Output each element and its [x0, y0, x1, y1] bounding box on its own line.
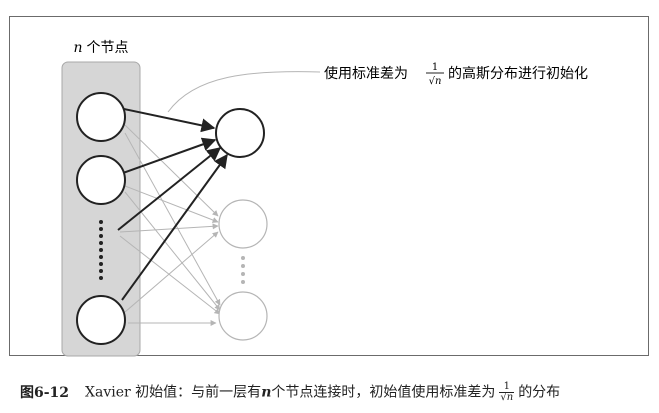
caption-var: n	[261, 384, 272, 401]
caption-text-3: 的分布	[518, 384, 561, 401]
inactive-connections	[119, 71, 321, 326]
connection-line	[121, 153, 228, 301]
annotation-text: 使用标准差为	[324, 65, 408, 82]
input-layer-group	[61, 61, 141, 357]
connection-line	[124, 124, 219, 217]
input-node	[76, 92, 126, 142]
connection-line	[119, 223, 219, 233]
output-node-inactive	[218, 199, 268, 249]
connection-line	[124, 231, 219, 313]
connection-line	[124, 185, 219, 223]
connection-line	[117, 147, 222, 231]
annotation-text-after: 的高斯分布进行初始化	[448, 65, 588, 82]
figure-frame	[9, 16, 649, 356]
caption-fraction: 1√n	[499, 381, 515, 403]
input-nodes	[76, 92, 126, 345]
annotation-leader	[167, 71, 321, 113]
connection-line	[122, 137, 217, 174]
active-connections	[117, 108, 228, 301]
connection-line	[119, 235, 221, 315]
input-node	[76, 295, 126, 345]
annotation-frac-den: √n	[429, 76, 442, 87]
caption-text-1: Xavier 初始值：与前一层有	[85, 384, 262, 401]
output-node-inactive	[218, 291, 268, 341]
output-ellipsis	[241, 256, 245, 284]
connection-line	[124, 132, 221, 306]
input-ellipsis	[99, 220, 103, 280]
input-node	[76, 155, 126, 205]
figure-number: 图6-12	[20, 384, 70, 401]
annotation-frac-num: 1	[432, 62, 438, 73]
caption-text-2: 个节点连接时，初始值使用标准差为	[271, 384, 496, 401]
connection-line	[123, 108, 216, 133]
output-node-active	[215, 108, 265, 158]
